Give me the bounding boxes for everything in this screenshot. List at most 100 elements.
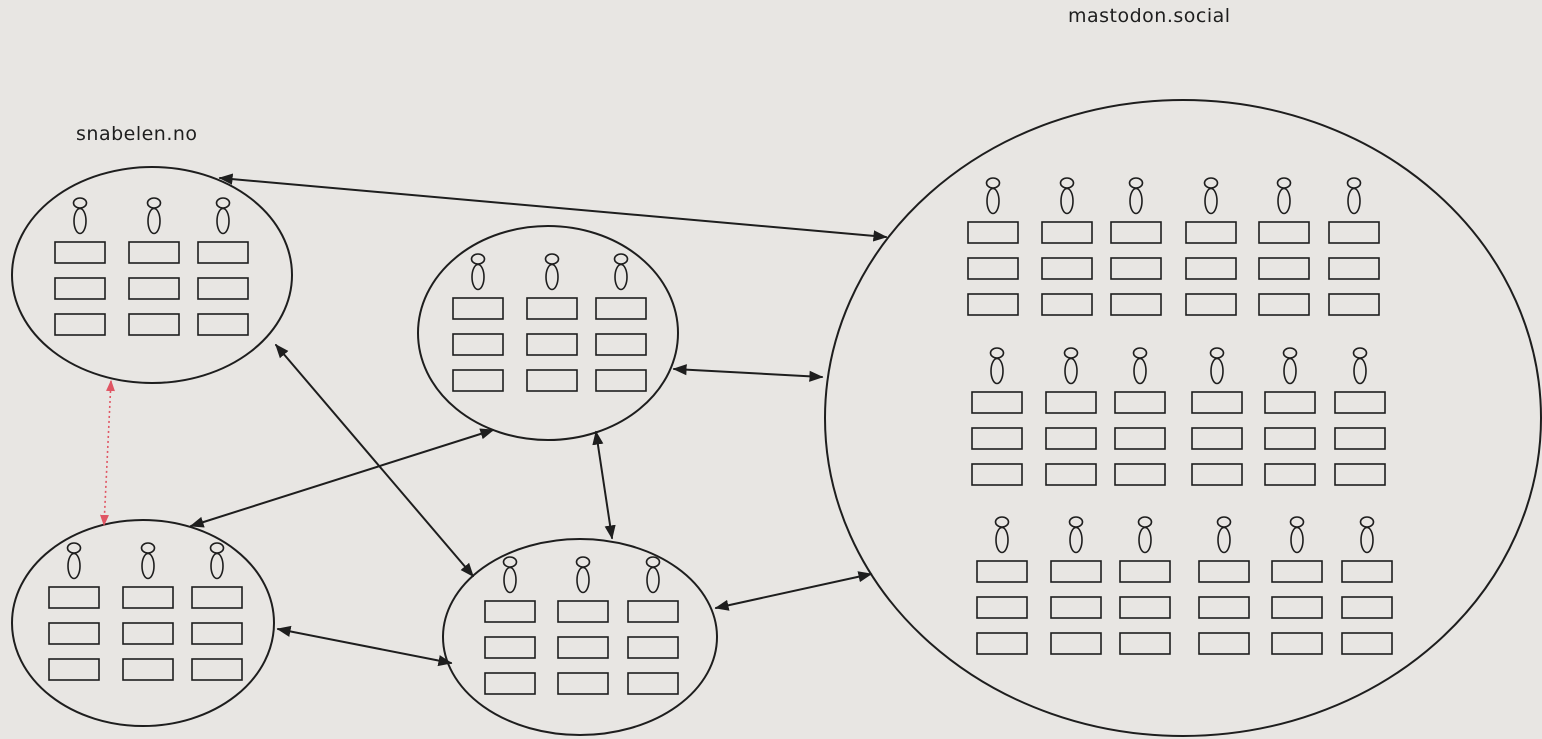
post-box — [1045, 463, 1097, 486]
post-box — [48, 622, 100, 645]
user-group — [1258, 177, 1310, 316]
user-body-icon — [210, 552, 224, 580]
user-group — [1185, 177, 1237, 316]
user-head-icon — [1203, 177, 1219, 189]
user-head-icon — [985, 177, 1001, 189]
server-mastodon-social — [824, 99, 1542, 737]
post-box — [1258, 257, 1310, 280]
post-box — [1185, 221, 1237, 244]
user-group — [976, 516, 1028, 655]
post-box — [1328, 257, 1380, 280]
user-group — [557, 556, 609, 695]
post-box — [595, 369, 647, 392]
user-group — [1050, 516, 1102, 655]
user-head-icon — [613, 253, 629, 265]
post-box — [1110, 293, 1162, 316]
post-box — [197, 241, 249, 264]
user-body-icon — [1290, 526, 1304, 554]
user-head-icon — [1128, 177, 1144, 189]
post-box — [1198, 632, 1250, 655]
post-box — [1191, 391, 1243, 414]
user-head-icon — [575, 556, 591, 568]
link-snabelen-mastodon — [218, 173, 888, 242]
user-body-icon — [614, 263, 628, 291]
user-group — [1110, 177, 1162, 316]
user-group — [54, 197, 106, 336]
user-body-icon — [1347, 187, 1361, 215]
user-head-icon — [140, 542, 156, 554]
user-group — [1198, 516, 1250, 655]
post-box — [452, 333, 504, 356]
post-box — [557, 636, 609, 659]
post-box — [1258, 293, 1310, 316]
post-box — [1114, 427, 1166, 450]
post-box — [1264, 427, 1316, 450]
user-head-icon — [645, 556, 661, 568]
post-box — [191, 586, 243, 609]
user-head-icon — [1059, 177, 1075, 189]
user-body-icon — [545, 263, 559, 291]
user-body-icon — [1353, 357, 1367, 385]
post-box — [122, 622, 174, 645]
post-box — [976, 632, 1028, 655]
snabelen-label: snabelen.no — [76, 123, 198, 145]
post-box — [54, 277, 106, 300]
connections — [100, 173, 888, 667]
link-bottom-left-bottom-mid — [276, 625, 453, 667]
post-box — [1114, 463, 1166, 486]
user-body-icon — [1129, 187, 1143, 215]
user-body-icon — [1133, 357, 1147, 385]
user-group — [197, 197, 249, 336]
link-midtop-bottom-left — [189, 428, 495, 528]
post-box — [1341, 632, 1393, 655]
user-head-icon — [1346, 177, 1362, 189]
user-body-icon — [141, 552, 155, 580]
post-box — [197, 313, 249, 336]
user-body-icon — [216, 207, 230, 235]
user-group — [595, 253, 647, 392]
user-head-icon — [146, 197, 162, 209]
user-head-icon — [989, 347, 1005, 359]
user-group — [967, 177, 1019, 316]
post-box — [1185, 293, 1237, 316]
post-box — [48, 658, 100, 681]
post-box — [1334, 463, 1386, 486]
user-group — [627, 556, 679, 695]
post-box — [1328, 221, 1380, 244]
user-head-icon — [1352, 347, 1368, 359]
post-box — [967, 221, 1019, 244]
post-box — [976, 560, 1028, 583]
post-box — [1110, 221, 1162, 244]
server-mid-top — [417, 225, 679, 441]
user-body-icon — [471, 263, 485, 291]
user-group — [128, 197, 180, 336]
user-head-icon — [1276, 177, 1292, 189]
user-body-icon — [1138, 526, 1152, 554]
user-head-icon — [1282, 347, 1298, 359]
user-head-icon — [209, 542, 225, 554]
post-box — [1041, 257, 1093, 280]
user-group — [484, 556, 536, 695]
post-box — [1110, 257, 1162, 280]
user-body-icon — [646, 566, 660, 594]
post-box — [526, 369, 578, 392]
post-box — [1050, 632, 1102, 655]
user-group — [1119, 516, 1171, 655]
users-layer — [48, 177, 1393, 695]
user-body-icon — [995, 526, 1009, 554]
post-box — [557, 672, 609, 695]
user-body-icon — [1360, 526, 1374, 554]
post-box — [1341, 560, 1393, 583]
user-head-icon — [1359, 516, 1375, 528]
user-body-icon — [576, 566, 590, 594]
user-body-icon — [1283, 357, 1297, 385]
post-box — [1334, 391, 1386, 414]
post-box — [1191, 427, 1243, 450]
post-box — [122, 658, 174, 681]
user-body-icon — [986, 187, 1000, 215]
post-box — [48, 586, 100, 609]
post-box — [452, 297, 504, 320]
post-box — [1045, 427, 1097, 450]
user-head-icon — [1063, 347, 1079, 359]
